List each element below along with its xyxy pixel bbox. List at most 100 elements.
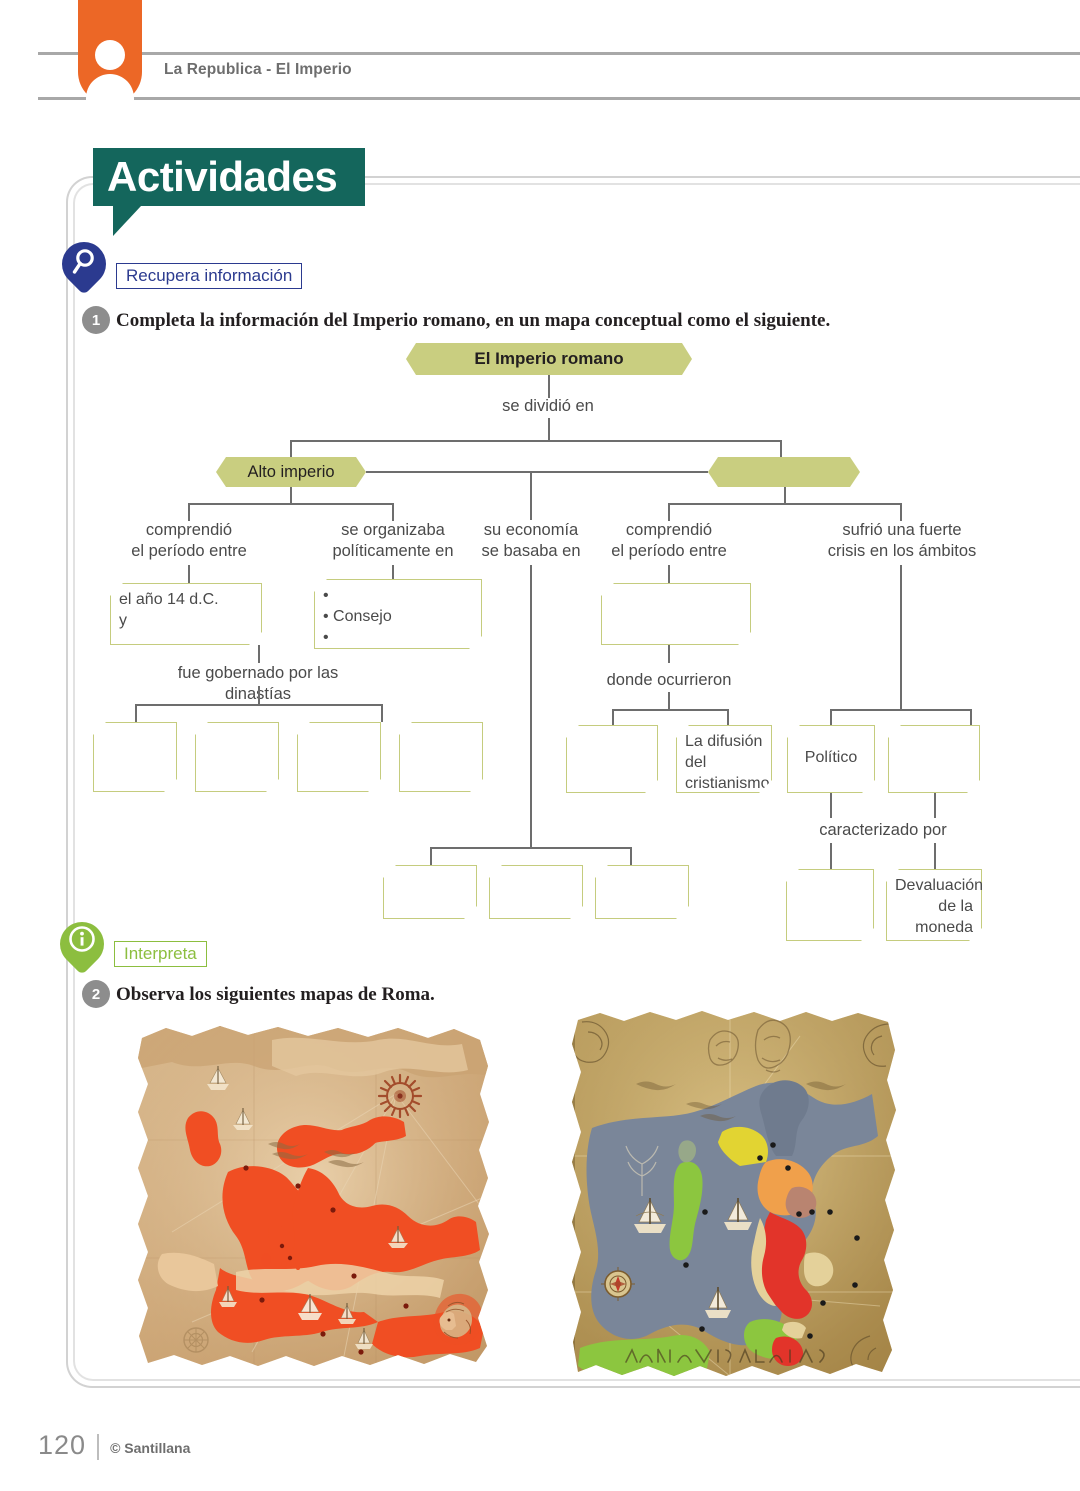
concept-node-bajo-imperio[interactable] xyxy=(708,457,860,487)
map-peninsula-italica xyxy=(570,1006,902,1386)
connector-line xyxy=(188,565,190,583)
magnifier-pin-icon xyxy=(52,232,116,296)
person-icon-body xyxy=(86,74,134,122)
connector-line xyxy=(668,565,670,583)
connector-line xyxy=(830,709,970,711)
connector-line xyxy=(392,565,394,583)
connector-label-donde-ocurrieron: donde ocurrieron xyxy=(606,671,732,689)
connector-line xyxy=(612,709,614,725)
connector-label-comprendio-izq: comprendió el período entre xyxy=(131,521,247,560)
connector-line xyxy=(188,503,190,521)
activity-number-2: 2 xyxy=(82,980,110,1008)
connector-line xyxy=(830,709,832,725)
concept-box-caracteristica-1[interactable] xyxy=(786,869,874,941)
connector-line xyxy=(188,503,392,505)
map-imperio-romano-image xyxy=(138,1026,489,1366)
activity-prompt-2: Observa los siguientes mapas de Roma. xyxy=(116,984,435,1005)
connector-line xyxy=(430,847,432,865)
concept-box-ambito-politico[interactable]: Político xyxy=(787,725,875,793)
connector-line xyxy=(135,704,381,706)
connector-label-comprendio-der: comprendió el período entre xyxy=(611,521,727,560)
concept-box-organizacion-bullet-2: • Consejo xyxy=(323,608,392,625)
footer-divider xyxy=(97,1434,100,1460)
connector-line xyxy=(135,704,137,722)
connector-line xyxy=(668,503,670,521)
connector-line xyxy=(784,487,786,503)
section-chip-recupera-label: Recupera información xyxy=(126,266,293,285)
connector-line xyxy=(900,503,902,521)
connector-line xyxy=(668,692,670,709)
connector-line xyxy=(430,847,630,849)
map-peninsula-italica-image xyxy=(572,1011,896,1376)
page-frame-outer xyxy=(66,176,1080,1388)
connector-line xyxy=(290,487,292,503)
page-footer: 120 © Santillana xyxy=(38,1430,190,1461)
section-chip-recupera[interactable]: Recupera información xyxy=(116,263,303,289)
concept-box-periodo-bajo[interactable] xyxy=(601,583,751,645)
concept-box-ambito-2[interactable] xyxy=(888,725,980,793)
connector-label-se-dividio-en: se dividió en xyxy=(502,397,594,415)
concept-box-organizacion[interactable]: • • Consejo • xyxy=(314,579,482,649)
concept-box-economia-3[interactable] xyxy=(595,865,689,919)
connector-line xyxy=(366,471,708,473)
connector-label-su-economia: su economía se basaba en xyxy=(481,521,581,560)
concept-box-dinastia-4[interactable] xyxy=(399,722,483,792)
page-number: 120 xyxy=(38,1430,87,1460)
connector-label-sufrio-crisis: sufrió una fuerte crisis en los ámbitos xyxy=(827,521,977,560)
concept-box-suceso-2[interactable]: La difusión del cristianismo xyxy=(676,725,772,793)
section-chip-interpreta-label: Interpreta xyxy=(124,944,197,963)
concept-box-economia-2[interactable] xyxy=(489,865,583,919)
activity-number-1-value: 1 xyxy=(91,311,101,329)
connector-label-caracterizado-por: caracterizado por xyxy=(819,821,947,839)
section-chip-interpreta[interactable]: Interpreta xyxy=(114,941,207,967)
header-rule-top xyxy=(38,52,1080,55)
running-head: La Republica - El Imperio xyxy=(0,0,1080,130)
connector-label-fue-gobernado: fue gobernado por las dinastías xyxy=(177,664,339,703)
concept-box-organizacion-bullet-1: • xyxy=(323,587,329,604)
concept-box-suceso-1[interactable] xyxy=(566,725,658,793)
connector-line xyxy=(392,503,394,521)
connector-line xyxy=(612,709,727,711)
concept-box-organizacion-bullet-3: • xyxy=(323,629,329,646)
activities-banner: Actividades xyxy=(93,148,365,236)
concept-box-suceso-2-text: La difusión del cristianismo xyxy=(685,733,770,792)
connector-line xyxy=(548,418,550,440)
footer-copyright: © Santillana xyxy=(110,1440,191,1456)
concept-box-caracteristica-2[interactable]: Devaluación de la moneda xyxy=(886,869,982,941)
concept-box-dinastia-1[interactable] xyxy=(93,722,177,792)
concept-node-alto-imperio: Alto imperio xyxy=(216,457,366,487)
connector-line xyxy=(630,847,632,865)
connector-line xyxy=(934,843,936,869)
concept-box-periodo-alto-text: el año 14 d.C. y xyxy=(119,591,219,629)
concept-node-root: El Imperio romano xyxy=(406,343,692,375)
connector-line xyxy=(290,440,780,442)
map-imperio-romano xyxy=(132,1022,496,1374)
connector-line xyxy=(668,503,900,505)
concept-box-dinastia-2[interactable] xyxy=(195,722,279,792)
concept-box-dinastia-3[interactable] xyxy=(297,722,381,792)
connector-line xyxy=(727,709,729,725)
activity-number-1: 1 xyxy=(82,306,110,334)
info-pin-icon xyxy=(50,912,114,976)
connector-line xyxy=(548,375,550,398)
connector-line xyxy=(530,565,532,847)
connector-line xyxy=(258,686,260,704)
person-icon-head xyxy=(95,40,125,70)
page-frame-inner xyxy=(73,183,1080,1381)
concept-box-caracteristica-2-text: Devaluación de la moneda xyxy=(895,877,984,936)
connector-line xyxy=(780,440,782,460)
connector-line xyxy=(830,843,832,869)
connector-line xyxy=(530,471,532,520)
concept-box-ambito-politico-text: Político xyxy=(804,749,858,766)
activity-prompt-1: Completa la información del Imperio roma… xyxy=(116,310,831,331)
connector-line xyxy=(934,793,936,818)
connector-line xyxy=(381,704,383,722)
magnifier-glyph xyxy=(72,249,94,274)
info-glyph xyxy=(69,926,95,952)
concept-map: El Imperio romano se dividió en Alto imp… xyxy=(0,330,1080,950)
concept-box-economia-1[interactable] xyxy=(383,865,477,919)
concept-box-periodo-alto[interactable]: el año 14 d.C. y xyxy=(110,583,262,645)
connector-line xyxy=(900,565,902,709)
connector-line xyxy=(970,709,972,725)
activities-banner-tail xyxy=(113,206,141,236)
